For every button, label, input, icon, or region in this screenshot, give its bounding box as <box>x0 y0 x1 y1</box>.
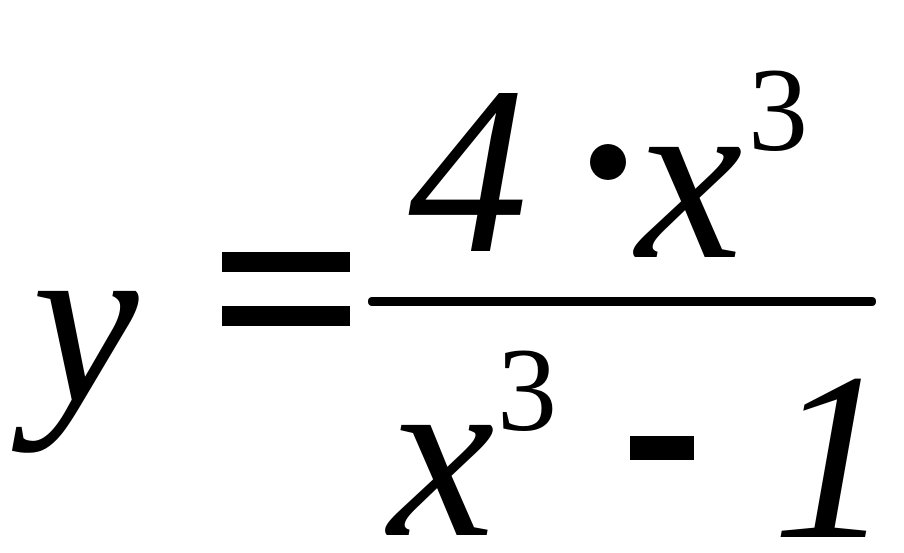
numerator-exponent: 3 <box>748 43 808 176</box>
numerator-variable: x <box>636 43 743 309</box>
minus-sign <box>630 436 694 460</box>
denominator-variable: x <box>388 321 495 553</box>
numerator-coefficient: 4 <box>408 37 528 303</box>
denominator-exponent: 3 <box>497 323 557 456</box>
fraction-bar <box>368 297 876 306</box>
equals-sign-bottom-bar <box>222 306 350 326</box>
denominator-constant: 1 <box>772 323 892 553</box>
lhs-variable: y <box>32 187 139 453</box>
multiplication-dot <box>590 144 626 180</box>
equals-sign-top-bar <box>222 252 350 272</box>
